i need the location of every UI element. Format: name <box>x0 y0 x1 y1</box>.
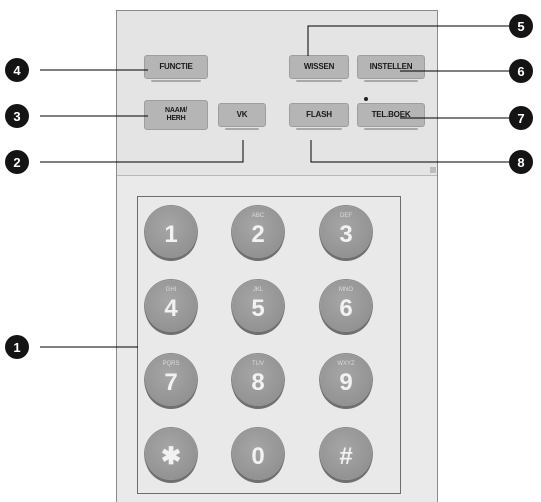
callout-7: 7 <box>509 106 533 130</box>
callout-4: 4 <box>5 58 29 82</box>
key-digit: 3 <box>339 221 353 248</box>
leader-8 <box>310 140 514 163</box>
key-8[interactable]: TUV 8 <box>232 354 284 406</box>
wissen-button[interactable]: WISSEN <box>289 55 349 82</box>
callout-1: 1 <box>5 335 29 359</box>
key-0[interactable]: 0 <box>232 428 284 480</box>
key-digit: 5 <box>251 295 265 322</box>
key-5[interactable]: JKL 5 <box>232 280 284 332</box>
callout-2: 2 <box>5 150 29 174</box>
key-9[interactable]: WXYZ 9 <box>320 354 372 406</box>
functie-button[interactable]: FUNCTIE <box>144 55 208 82</box>
callout-8: 8 <box>509 150 533 174</box>
key-letters: PQRS <box>162 361 180 367</box>
key-digit: 1 <box>164 221 178 248</box>
vk-button[interactable]: VK <box>218 103 266 130</box>
naam-herh-button[interactable]: NAAM/ HERH <box>144 100 208 130</box>
leader-2 <box>40 140 244 163</box>
key-hash[interactable]: # <box>320 428 372 480</box>
key-digit: ✱ <box>160 443 182 470</box>
key-letters: GHI <box>165 287 177 293</box>
key-letters: WXYZ <box>337 361 355 367</box>
key-star[interactable]: ✱ <box>145 428 197 480</box>
key-2[interactable]: ABC 2 <box>232 206 284 258</box>
callout-3: 3 <box>5 104 29 128</box>
function-panel <box>117 11 437 176</box>
key-digit: 6 <box>339 295 353 322</box>
callout-6: 6 <box>509 59 533 83</box>
key-digit: 9 <box>339 369 353 396</box>
key-digit: 0 <box>251 443 265 470</box>
key-digit: 7 <box>164 369 178 396</box>
key-4[interactable]: GHI 4 <box>145 280 197 332</box>
key-letters: JKL <box>252 287 264 293</box>
key-digit: # <box>339 443 353 470</box>
callout-5: 5 <box>509 14 533 38</box>
flash-button[interactable]: FLASH <box>289 103 349 130</box>
key-1[interactable]: 1 <box>145 206 197 258</box>
instellen-button[interactable]: INSTELLEN <box>357 55 425 82</box>
key-digit: 8 <box>251 369 265 396</box>
key-letters: ABC <box>251 213 265 219</box>
leader-5 <box>307 25 514 56</box>
key-letters: DEF <box>340 213 352 219</box>
key-letters: TUV <box>252 361 264 367</box>
tel-boek-led <box>364 97 368 101</box>
panel-indicator <box>430 167 436 173</box>
tel-boek-button[interactable]: TEL.BOEK <box>357 103 425 130</box>
key-letters: MNO <box>339 287 353 293</box>
key-digit: 2 <box>251 221 265 248</box>
key-digit: 4 <box>164 295 178 322</box>
key-3[interactable]: DEF 3 <box>320 206 372 258</box>
key-7[interactable]: PQRS 7 <box>145 354 197 406</box>
key-6[interactable]: MNO 6 <box>320 280 372 332</box>
